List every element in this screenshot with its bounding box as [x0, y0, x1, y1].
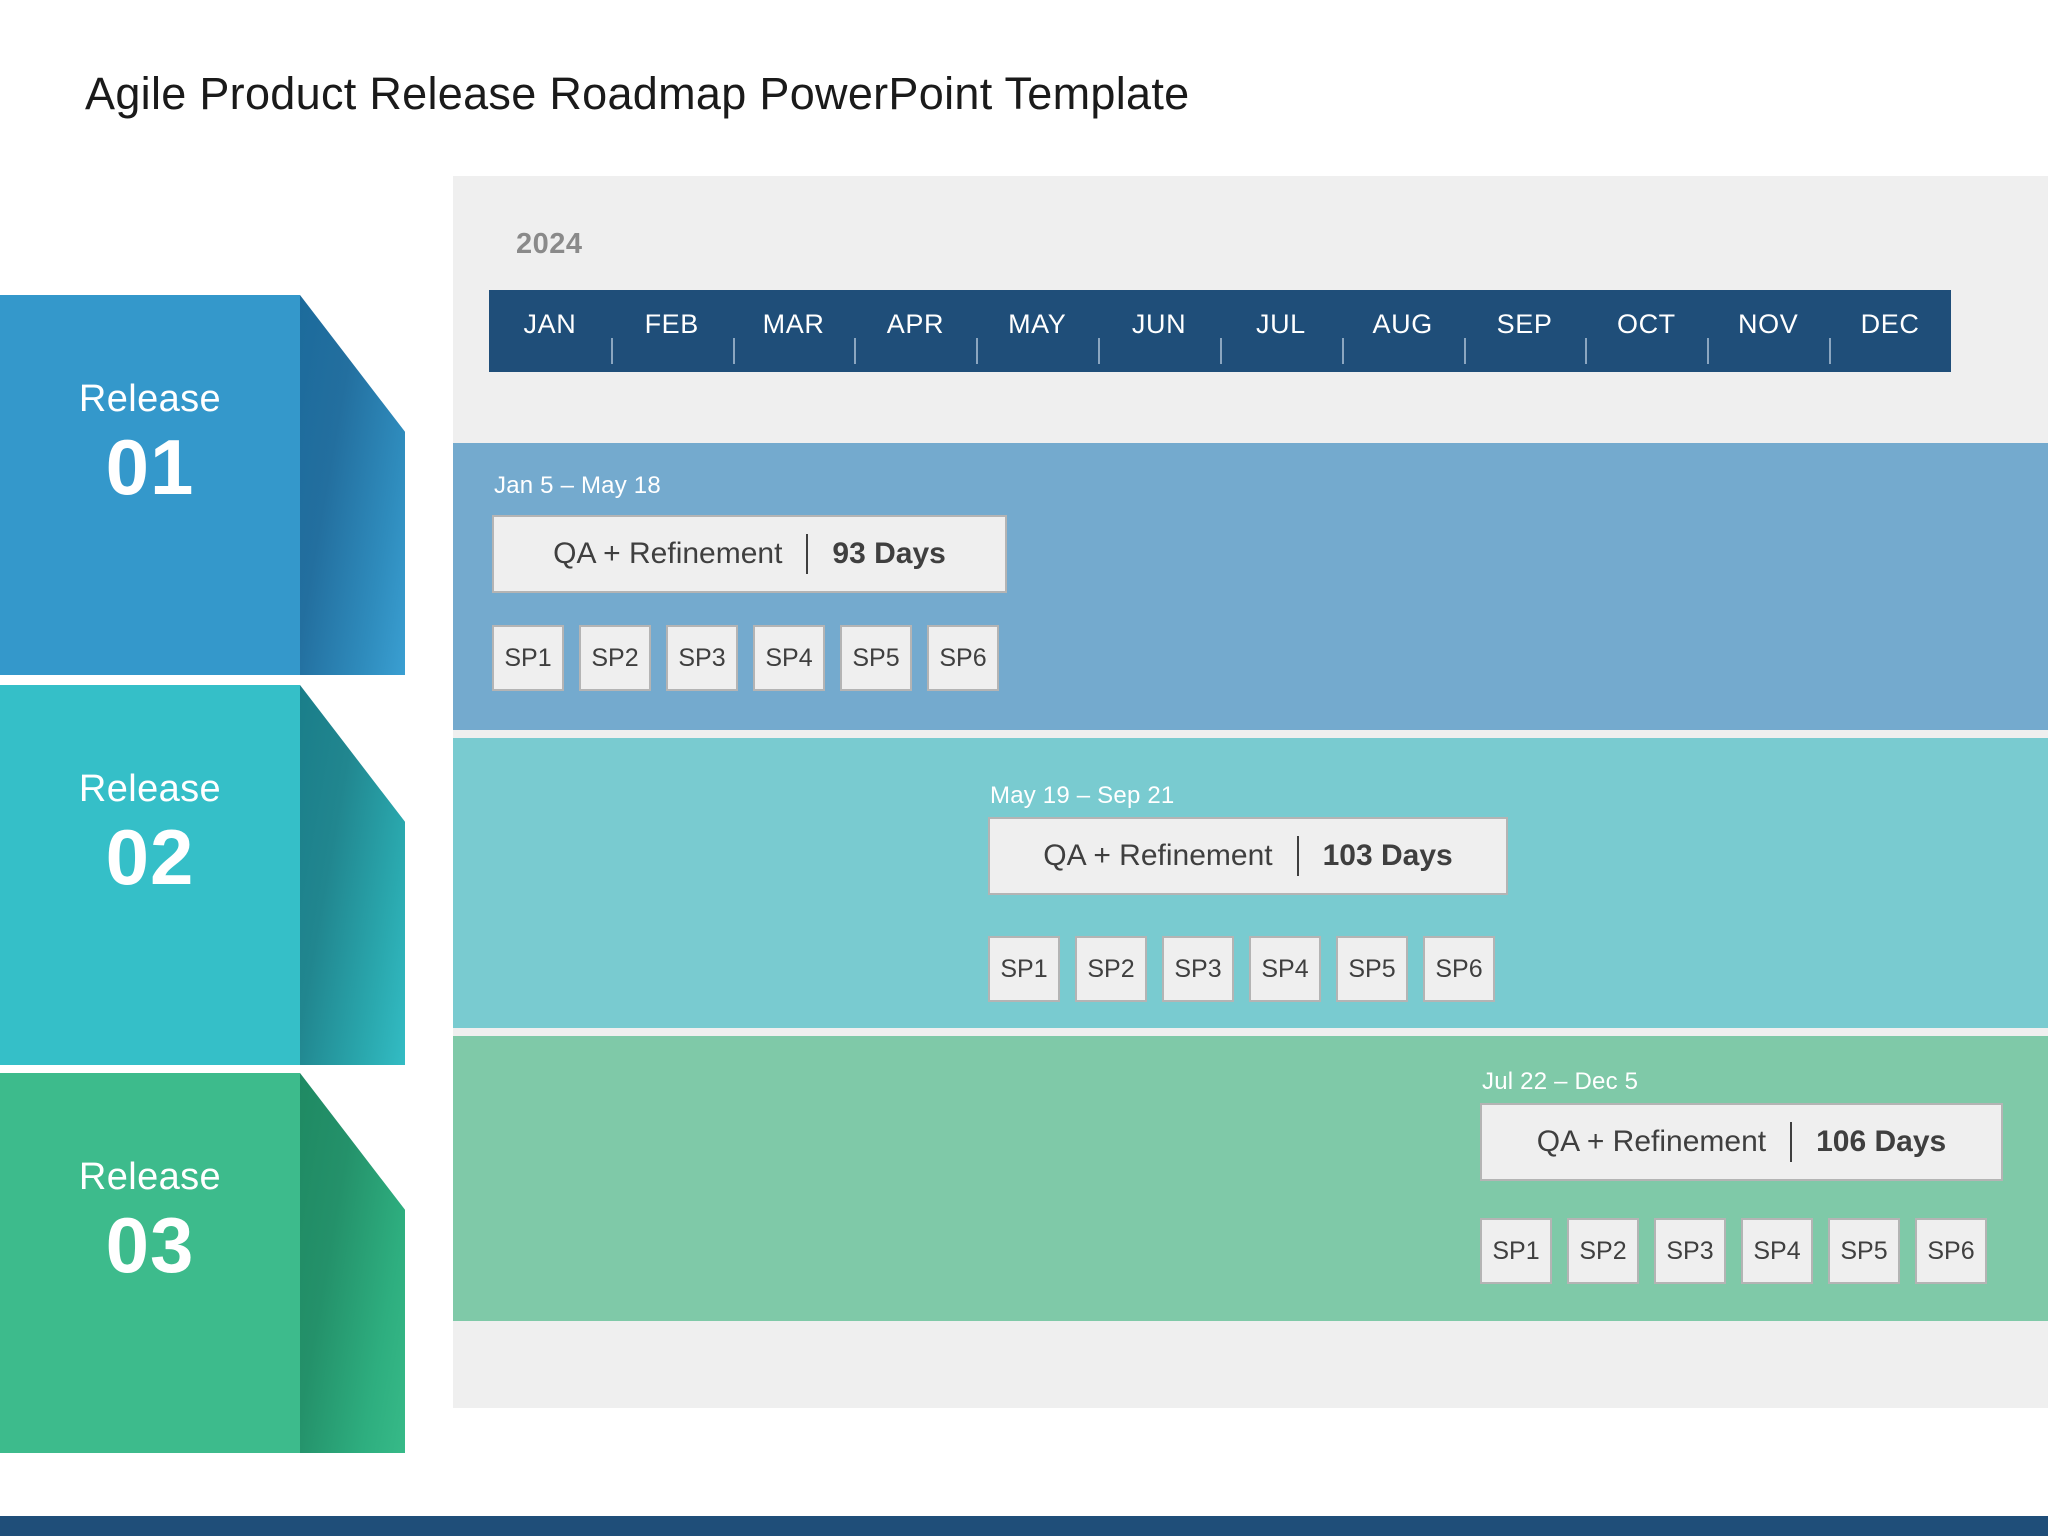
page-title: Agile Product Release Roadmap PowerPoint…: [85, 68, 1190, 119]
qa-divider-icon: [806, 534, 809, 574]
month-cell-sep[interactable]: SEP: [1463, 290, 1586, 372]
footer-accent-bar: [0, 1516, 2048, 1536]
month-cell-nov[interactable]: NOV: [1707, 290, 1829, 372]
qa-divider-icon: [1790, 1122, 1793, 1162]
release-arrow-02[interactable]: Release 02: [0, 685, 405, 1065]
release-03-qa-box[interactable]: QA + Refinement 106 Days: [1480, 1103, 2003, 1181]
release-01-sprint-2[interactable]: SP2: [579, 625, 651, 691]
qa-divider-icon: [1296, 836, 1299, 876]
release-03-sprint-5[interactable]: SP5: [1828, 1218, 1900, 1284]
month-cell-apr[interactable]: APR: [854, 290, 976, 372]
month-header-bar: JAN FEB MAR APR MAY JUN JUL AUG SEP OCT …: [489, 290, 1951, 372]
release-arrow-01-wedge: [300, 295, 405, 675]
release-01-sprint-6[interactable]: SP6: [927, 625, 999, 691]
release-arrow-01[interactable]: Release 01: [0, 295, 405, 675]
release-arrow-02-wedge: [300, 685, 405, 1065]
release-01-sprint-5[interactable]: SP5: [840, 625, 912, 691]
release-02-sprint-row: SP1 SP2 SP3 SP4 SP5 SP6: [988, 936, 1495, 1002]
release-03-sprint-3[interactable]: SP3: [1654, 1218, 1726, 1284]
release-02-sprint-6[interactable]: SP6: [1423, 936, 1495, 1002]
release-01-sprint-4[interactable]: SP4: [753, 625, 825, 691]
release-03-date-range: Jul 22 – Dec 5: [1482, 1068, 1639, 1095]
release-arrow-01-face: [0, 295, 300, 675]
release-02-sprint-3[interactable]: SP3: [1162, 936, 1234, 1002]
release-arrow-03[interactable]: Release 03: [0, 1073, 405, 1453]
release-01-sprint-1[interactable]: SP1: [492, 625, 564, 691]
release-arrow-03-face: [0, 1073, 300, 1453]
release-01-sprint-3[interactable]: SP3: [666, 625, 738, 691]
release-02-sprint-5[interactable]: SP5: [1336, 936, 1408, 1002]
month-cell-may[interactable]: MAY: [976, 290, 1098, 372]
month-cell-feb[interactable]: FEB: [610, 290, 733, 372]
release-01-sprint-row: SP1 SP2 SP3 SP4 SP5 SP6: [492, 625, 999, 691]
release-03-phase-label: QA + Refinement: [1536, 1125, 1767, 1158]
release-02-sprint-1[interactable]: SP1: [988, 936, 1060, 1002]
release-03-sprint-1[interactable]: SP1: [1480, 1218, 1552, 1284]
month-cell-mar[interactable]: MAR: [732, 290, 855, 372]
release-02-phase-label: QA + Refinement: [1043, 839, 1273, 872]
month-cell-oct[interactable]: OCT: [1585, 290, 1707, 372]
release-01-duration: 93 Days: [832, 537, 946, 570]
release-arrow-03-wedge: [300, 1073, 405, 1453]
release-01-phase-label: QA + Refinement: [553, 537, 783, 570]
release-01-date-range: Jan 5 – May 18: [494, 472, 661, 499]
release-03-duration: 106 Days: [1816, 1125, 1947, 1158]
month-cell-aug[interactable]: AUG: [1341, 290, 1464, 372]
release-02-date-range: May 19 – Sep 21: [990, 782, 1175, 809]
release-02-sprint-2[interactable]: SP2: [1075, 936, 1147, 1002]
release-03-sprint-4[interactable]: SP4: [1741, 1218, 1813, 1284]
release-02-qa-box[interactable]: QA + Refinement 103 Days: [988, 817, 1508, 895]
month-cell-jan[interactable]: JAN: [523, 308, 577, 339]
release-03-sprint-row: SP1 SP2 SP3 SP4 SP5 SP6: [1480, 1218, 1987, 1284]
release-arrow-02-face: [0, 685, 300, 1065]
release-03-sprint-6[interactable]: SP6: [1915, 1218, 1987, 1284]
release-02-sprint-4[interactable]: SP4: [1249, 936, 1321, 1002]
year-label: 2024: [516, 228, 583, 260]
release-03-sprint-2[interactable]: SP2: [1567, 1218, 1639, 1284]
release-02-duration: 103 Days: [1322, 839, 1453, 872]
release-01-qa-box[interactable]: QA + Refinement 93 Days: [492, 515, 1007, 593]
month-cell-jun[interactable]: JUN: [1098, 290, 1220, 372]
month-cell-jul[interactable]: JUL: [1219, 290, 1342, 372]
month-cell-dec[interactable]: DEC: [1829, 290, 1951, 372]
